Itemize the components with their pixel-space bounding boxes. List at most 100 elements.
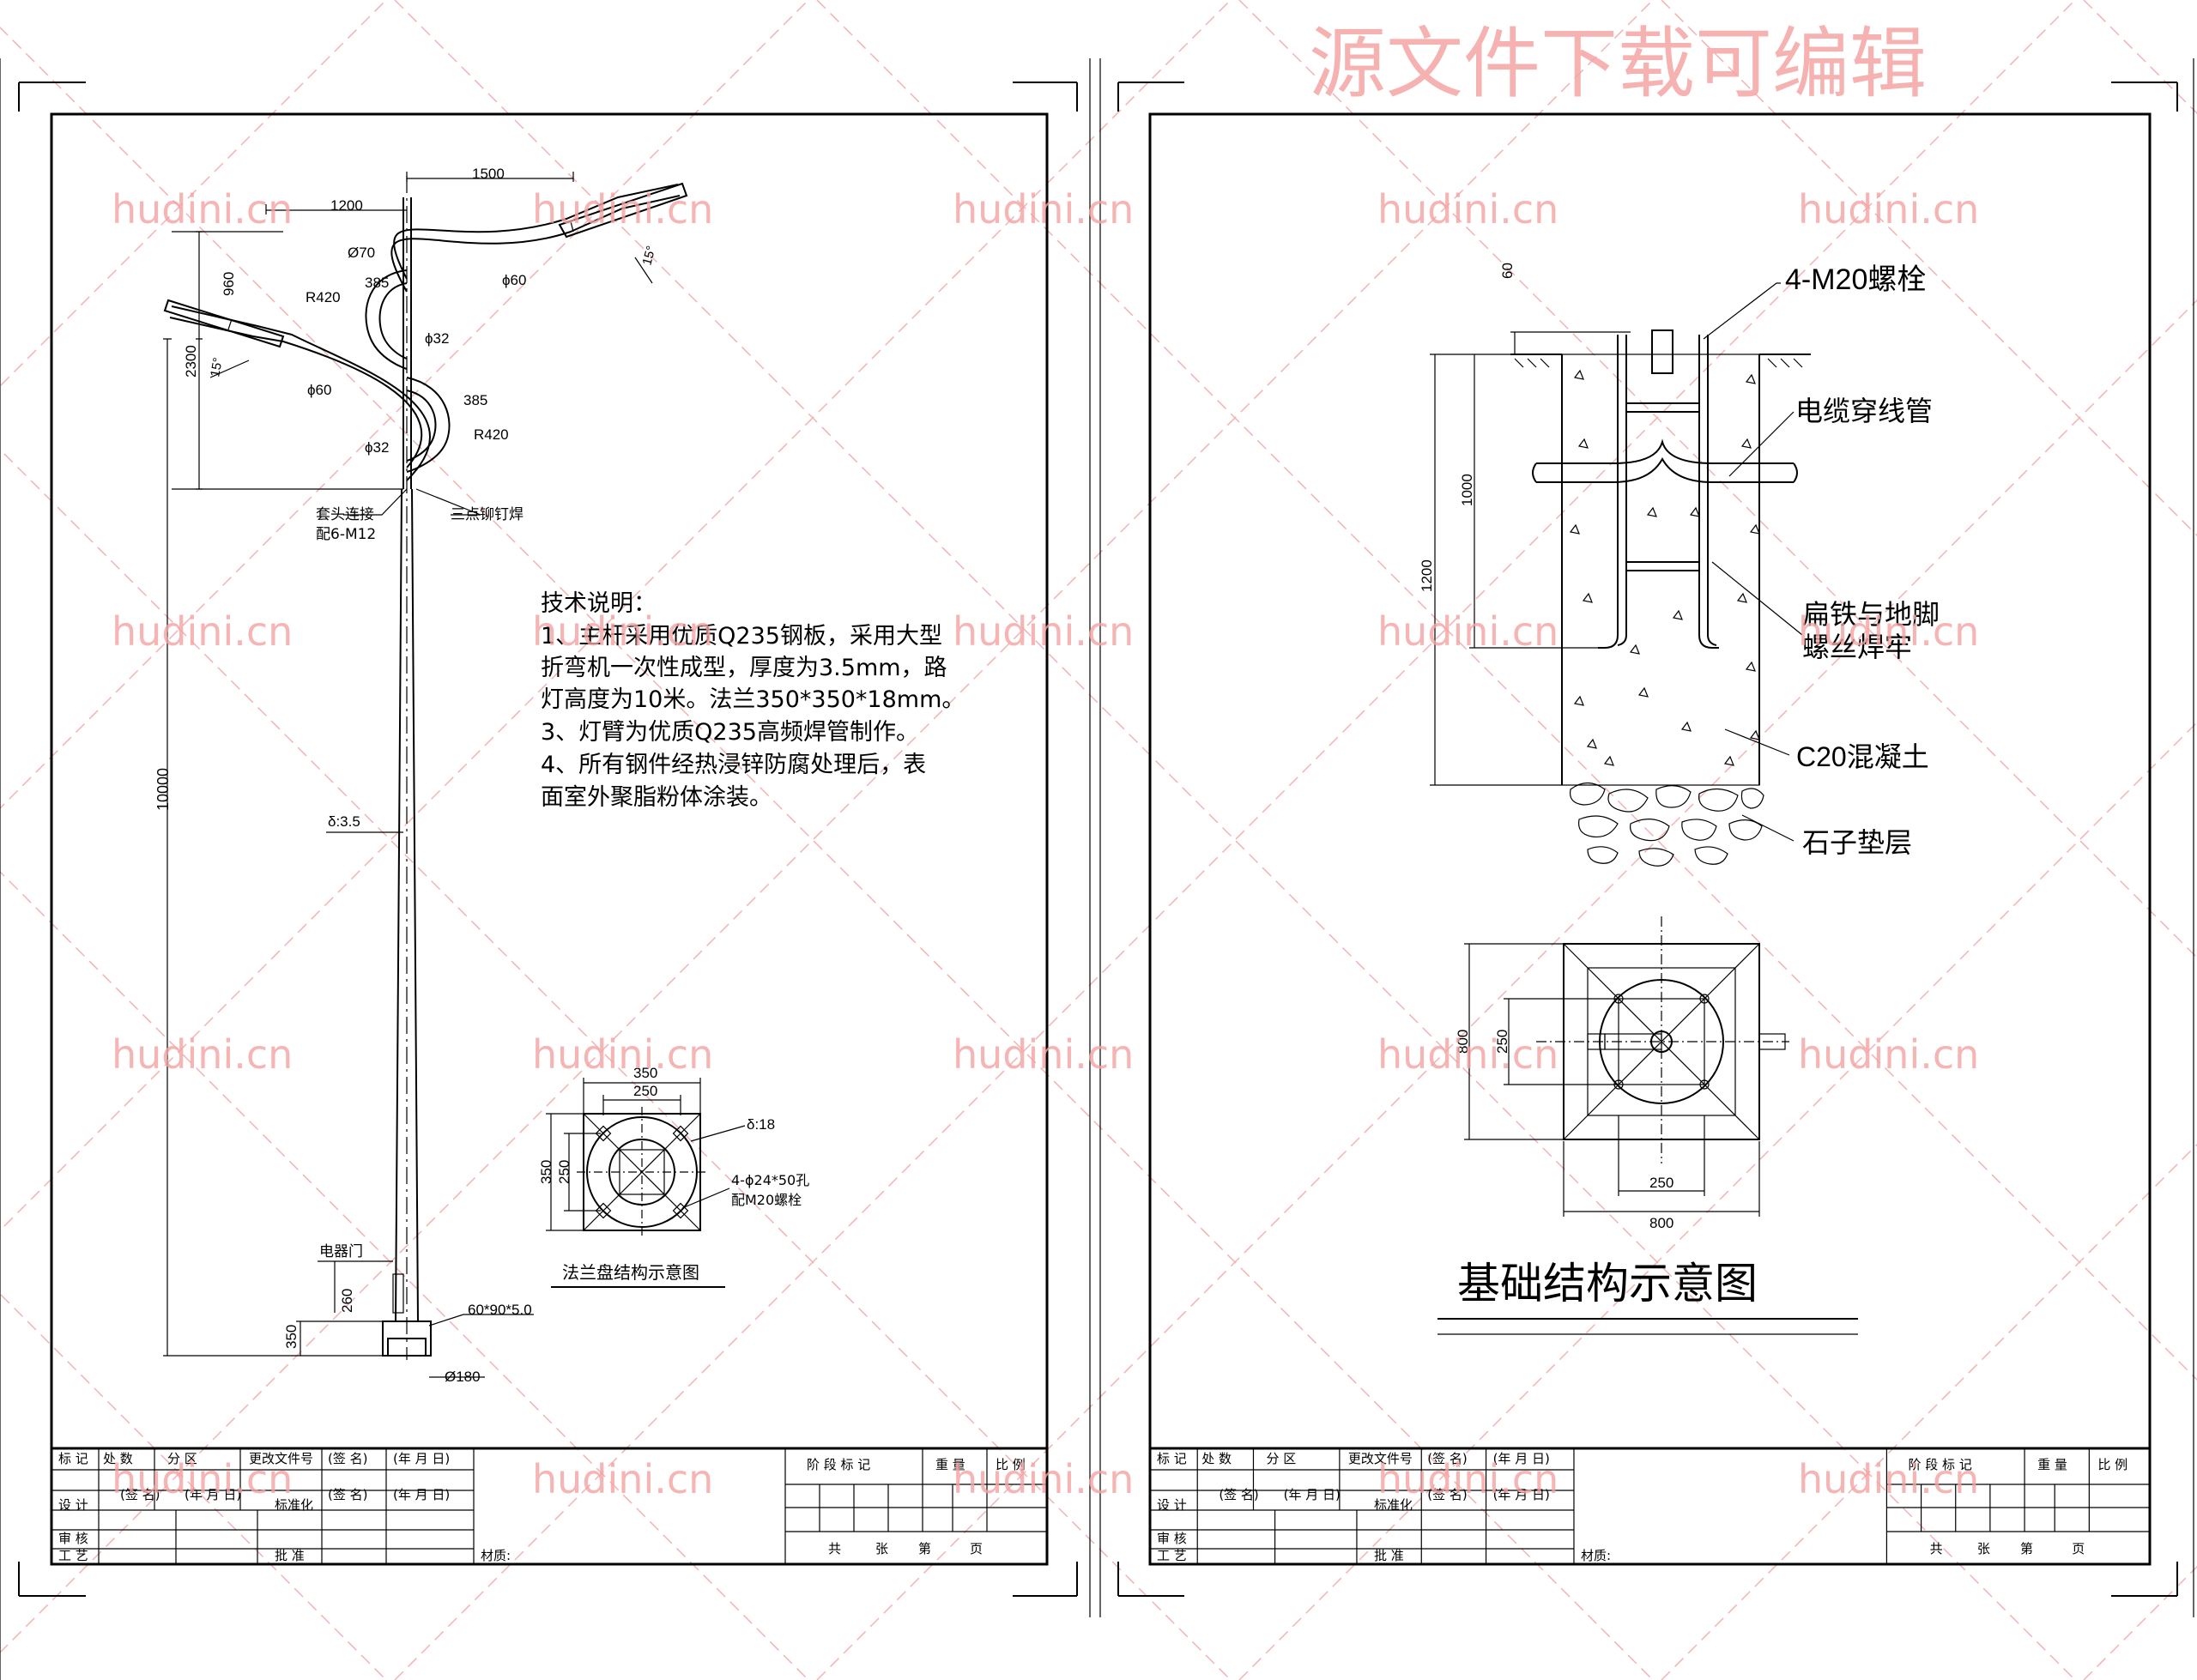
title-block-weight: 重 量 <box>935 1457 965 1472</box>
dim-r420-lower: R420 <box>474 426 509 443</box>
plan-250-h: 250 <box>1649 1175 1673 1191</box>
concrete-speck <box>1637 686 1649 698</box>
tech-notes: 技术说明： 1、主杆采用优质Q235钢板，采用大型 折弯机一次性成型，厚度为3.… <box>541 590 965 811</box>
title-block-sign: (签 名) <box>1219 1487 1258 1502</box>
dim-d60-right: ϕ60 <box>502 272 526 288</box>
right-sheet-frame <box>1099 58 2194 1617</box>
title-block-cell: 更改文件号 <box>1348 1451 1413 1466</box>
title-block-sign: (签 名) <box>120 1487 160 1502</box>
concrete-speck <box>1689 506 1700 517</box>
dim-385-upper: 385 <box>365 275 389 291</box>
watermark-site: hudini.cn <box>1377 1031 1558 1078</box>
watermark-site: hudini.cn <box>532 608 713 655</box>
concrete-speck <box>1740 438 1752 449</box>
watermark-site: hudini.cn <box>953 1456 1134 1502</box>
watermark-site: hudini.cn <box>112 1031 293 1078</box>
concrete-speck <box>1603 755 1614 766</box>
concrete-speck <box>1582 592 1593 603</box>
concrete-speck <box>1577 438 1589 449</box>
label-rivet-weld: 三点铆钉焊 <box>451 506 524 523</box>
foundation-plan: 800 250 250 800 基础结构示意图 <box>1437 916 1858 1335</box>
concrete-speck <box>1569 523 1580 535</box>
title-block-cell: (签 名) <box>328 1451 367 1466</box>
dim-1200: 1200 <box>1419 559 1435 592</box>
flange-w350: 350 <box>633 1065 657 1081</box>
flange-caption: 法兰盘结构示意图 <box>562 1262 699 1283</box>
title-block-process: 工 艺 <box>58 1548 88 1563</box>
watermark-site: hudini.cn <box>953 186 1134 233</box>
title-block-cell: 处 数 <box>103 1451 133 1466</box>
watermark-line <box>0 1292 387 1680</box>
title-block-weight: 重 量 <box>2037 1457 2067 1472</box>
dim-350-base: 350 <box>283 1325 300 1349</box>
title-block-date: (年 月 日) <box>1284 1487 1341 1502</box>
concrete-speck <box>1646 506 1657 517</box>
dim-thickness: δ:3.5 <box>328 813 360 830</box>
watermark-site: hudini.cn <box>1798 186 1979 233</box>
watermark-site: hudini.cn <box>112 1456 293 1502</box>
flange-h250: 250 <box>556 1160 572 1184</box>
tech-note-line-4: 3、灯臂为优质Q235高频焊管制作。 <box>541 719 919 746</box>
title-block-cell: 分 区 <box>1267 1451 1297 1466</box>
flange-holes: 4-ϕ24*50孔 <box>731 1172 809 1188</box>
watermark-site: hudini.cn <box>1798 1031 1979 1078</box>
flange-bolts: 配M20螺栓 <box>731 1192 802 1208</box>
title-block-cell: 标 记 <box>58 1451 88 1466</box>
title-block-sign: (签 名) <box>328 1487 367 1502</box>
title-block-standard: 标准化 <box>275 1497 313 1513</box>
flange-w250: 250 <box>633 1083 657 1099</box>
watermark-site: hudini.cn <box>532 1456 713 1502</box>
title-block-cell: 处 数 <box>1201 1451 1232 1466</box>
dim-1500: 1500 <box>472 166 505 182</box>
title-block-sheets: 张 <box>1977 1541 1990 1556</box>
title-block-scale: 比 例 <box>996 1457 1026 1472</box>
pole-dimensions: 1500 1200 Ø70 ϕ60 385 R420 ϕ32 15° 15° 9… <box>154 166 659 1385</box>
tech-note-line-3: 灯高度为10米。法兰350*350*18mm。 <box>541 686 965 713</box>
watermark-site: hudini.cn <box>953 608 1134 655</box>
flange-plate-diagram: 350 250 350 250 δ:18 4-ϕ24*50孔 配M20螺栓 法兰… <box>538 1065 809 1288</box>
dim-d32-lower: ϕ32 <box>365 439 389 456</box>
gravel-layer <box>1569 782 1764 867</box>
watermark-line <box>2083 0 2197 115</box>
flange-thickness: δ:18 <box>747 1116 775 1133</box>
watermark-site: hudini.cn <box>953 1031 1134 1078</box>
watermark-line <box>1238 721 2197 1680</box>
dim-base-dia: Ø180 <box>445 1369 481 1385</box>
title-block-stage: 阶 段 标 记 <box>1909 1457 1972 1472</box>
dim-r420-upper: R420 <box>306 289 341 305</box>
concrete-speck <box>1573 695 1584 706</box>
title-block-design: 设 计 <box>58 1497 88 1513</box>
concrete-speck <box>1629 644 1640 655</box>
title-block-material: 材质: <box>1581 1548 1611 1563</box>
tech-note-line-1: 1、主杆采用优质Q235钢板，采用大型 <box>541 623 942 650</box>
tech-note-line-5: 4、所有钢件经热浸锌防腐处理后，表 <box>541 752 926 778</box>
title-block-cell: (年 月 日) <box>1493 1451 1550 1466</box>
left-sheet-frame <box>0 58 1091 1680</box>
title-block-cell: 标 记 <box>1157 1451 1187 1466</box>
label-concrete: C20混凝土 <box>1796 741 1929 772</box>
concrete-speck <box>1745 373 1756 384</box>
title-block-material: 材质: <box>481 1548 511 1563</box>
plan-250-v: 250 <box>1494 1030 1510 1054</box>
title-block-design: 设 计 <box>1157 1497 1187 1513</box>
dim-15-right: 15° <box>639 245 658 267</box>
dim-385-lower: 385 <box>463 392 487 408</box>
concrete-speck <box>1586 738 1597 749</box>
tech-notes-title: 技术说明： <box>541 590 657 617</box>
dim-260: 260 <box>339 1289 355 1313</box>
title-blocks: 标 记处 数分 区更改文件号(签 名)(年 月 日)设 计(签 名)(年 月 日… <box>51 1447 2151 1564</box>
title-block-date: (年 月 日) <box>1493 1487 1550 1502</box>
concrete-speck <box>1745 661 1756 672</box>
title-block-total: 共 <box>1930 1541 1943 1556</box>
dim-60: 60 <box>1499 263 1516 279</box>
title-block-standard: 标准化 <box>1374 1497 1413 1513</box>
title-block-sheets: 张 <box>875 1541 888 1556</box>
watermark-line <box>0 0 387 388</box>
title-block-sign: (签 名) <box>1427 1487 1467 1502</box>
watermark-site: hudini.cn <box>1377 1456 1558 1502</box>
dim-d32-upper: ϕ32 <box>425 330 449 347</box>
watermark-site: hudini.cn <box>112 186 293 233</box>
watermark-site: hudini.cn <box>1377 608 1558 655</box>
